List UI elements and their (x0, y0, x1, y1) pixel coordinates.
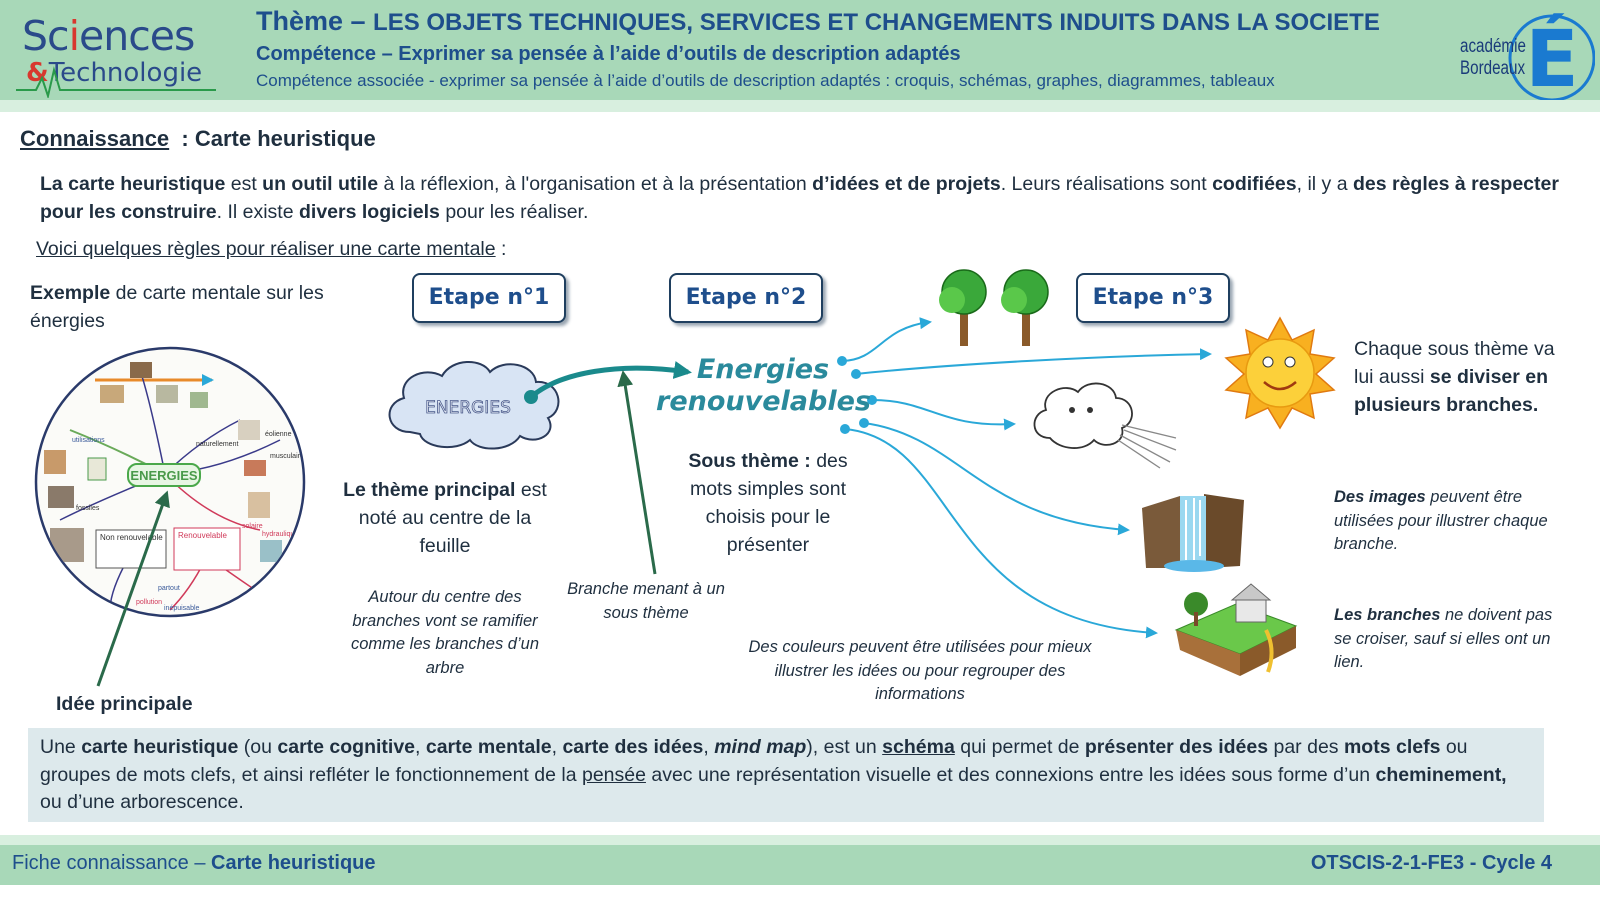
intro-paragraph: La carte heuristique est un outil utile … (40, 173, 1559, 223)
sub-branches (837, 317, 1212, 639)
thumb-icon (44, 450, 66, 474)
definition-text: Une carte heuristique (ou carte cognitiv… (40, 736, 1507, 813)
definition-box: Une carte heuristique (ou carte cognitiv… (28, 728, 1544, 822)
geothermal-icon (1174, 583, 1298, 676)
idee-principale-arrow (96, 490, 170, 687)
trees-icon (939, 269, 1049, 346)
mini-pollution: pollution (136, 599, 162, 606)
competence-text: Compétence – Exprimer sa pensée à l’aide… (256, 43, 961, 65)
thumb-icon (238, 420, 260, 440)
logo-technologie-text: &Technologie (26, 58, 202, 88)
cloud-label: ENERGIES (425, 398, 511, 418)
header-bar: Sciences &Technologie Thème – LES OBJETS… (0, 0, 1600, 100)
theme-principal-note: Le thème principal est noté au centre de… (343, 479, 547, 557)
theme-title: Thème – LES OBJETS TECHNIQUES, SERVICES … (256, 6, 1380, 36)
logo-technologie-word: Technologie (48, 58, 203, 88)
etape-3-box: Etape n°3 (1076, 273, 1230, 323)
teal-main-branch (529, 361, 692, 399)
chaque-sous-theme-note: Chaque sous thème va lui aussi se divise… (1354, 338, 1555, 416)
header-strip (0, 100, 1600, 112)
images-note: Des images peuvent être utilisées pour i… (1334, 488, 1548, 553)
sous-theme-note: Sous thème : des mots simples sont chois… (688, 450, 848, 556)
mini-solaire: solaire (242, 523, 263, 530)
etape-1-box: Etape n°1 (412, 273, 566, 323)
branch-trees (841, 317, 932, 362)
thumb-icon (87, 457, 107, 481)
sciences-technologie-logo: Sciences &Technologie (12, 6, 217, 98)
etape-2-box: Etape n°2 (669, 273, 823, 323)
mini-map-center: ENERGIES (130, 468, 198, 483)
exemple-text: Exemple de carte mentale sur les énergie… (30, 282, 324, 332)
waterfall-icon (1142, 494, 1244, 572)
energies-cloud: ENERGIES (388, 360, 560, 450)
mini-fossiles: fossiles (76, 505, 100, 512)
footer-strip (0, 835, 1600, 845)
idee-principale-label: Idée principale (56, 693, 193, 715)
branches-note: Les branches ne doivent pas se croiser, … (1334, 606, 1553, 671)
academie-letter: É (1525, 13, 1578, 100)
mini-hydraulique: hydraulique (262, 531, 298, 538)
logo-pulse-wave-icon (16, 66, 216, 98)
mini-inepuisable: inépuisable (164, 605, 200, 612)
mini-eolienne: éolienne (265, 431, 292, 438)
thumb-icon (244, 460, 266, 476)
sun-icon (1224, 316, 1336, 430)
mini-naturellement: naturellement (196, 441, 238, 448)
branch-sun (855, 348, 1212, 375)
autour-note: Autour du centre des branches vont se ra… (350, 588, 539, 677)
mini-utilisations: utilisations (72, 437, 105, 444)
branch-geothermal (844, 428, 1158, 639)
thumb-icon (248, 492, 270, 518)
thumb-icon (260, 540, 282, 562)
thumb-icon (156, 385, 178, 403)
branch-water (863, 422, 1130, 536)
branche-arrow (617, 370, 657, 575)
mini-mind-map: ENERGIES Non renouvelable Renouvelable u… (34, 346, 306, 618)
mini-musculaire: musculaire (270, 453, 304, 460)
couleurs-note: Des couleurs peuvent être utilisées pour… (748, 638, 1092, 703)
thumb-icon (190, 392, 208, 408)
thumb-icon (48, 486, 74, 508)
connaissance-heading: Connaissance : Carte heuristique (20, 126, 376, 151)
wind-icon (1033, 382, 1177, 469)
academie-e-icon: É (1508, 13, 1595, 100)
voici-rules-text: Voici quelques règles pour réaliser une … (36, 238, 507, 260)
thumb-icon (100, 385, 124, 403)
logo-sciences-text: Sciences (22, 12, 195, 60)
branche-note: Branche menant à un sous thème (567, 580, 725, 622)
thumb-icon (50, 528, 84, 562)
mini-renouvelable: Renouvelable (178, 531, 227, 540)
mini-partout: partout (158, 585, 180, 592)
mini-non-renouvelable: Non renouvelable (100, 533, 163, 542)
footer-bar: Fiche connaissance – Carte heuristique O… (0, 845, 1600, 885)
branch-wind (871, 399, 1016, 431)
footer-left-text: Fiche connaissance – Carte heuristique (12, 852, 376, 874)
footer-reference: OTSCIS-2-1-FE3 - Cycle 4 (1310, 852, 1552, 874)
thumb-icon (130, 362, 152, 378)
competence-associee-text: Compétence associée - exprimer sa pensée… (256, 71, 1275, 90)
